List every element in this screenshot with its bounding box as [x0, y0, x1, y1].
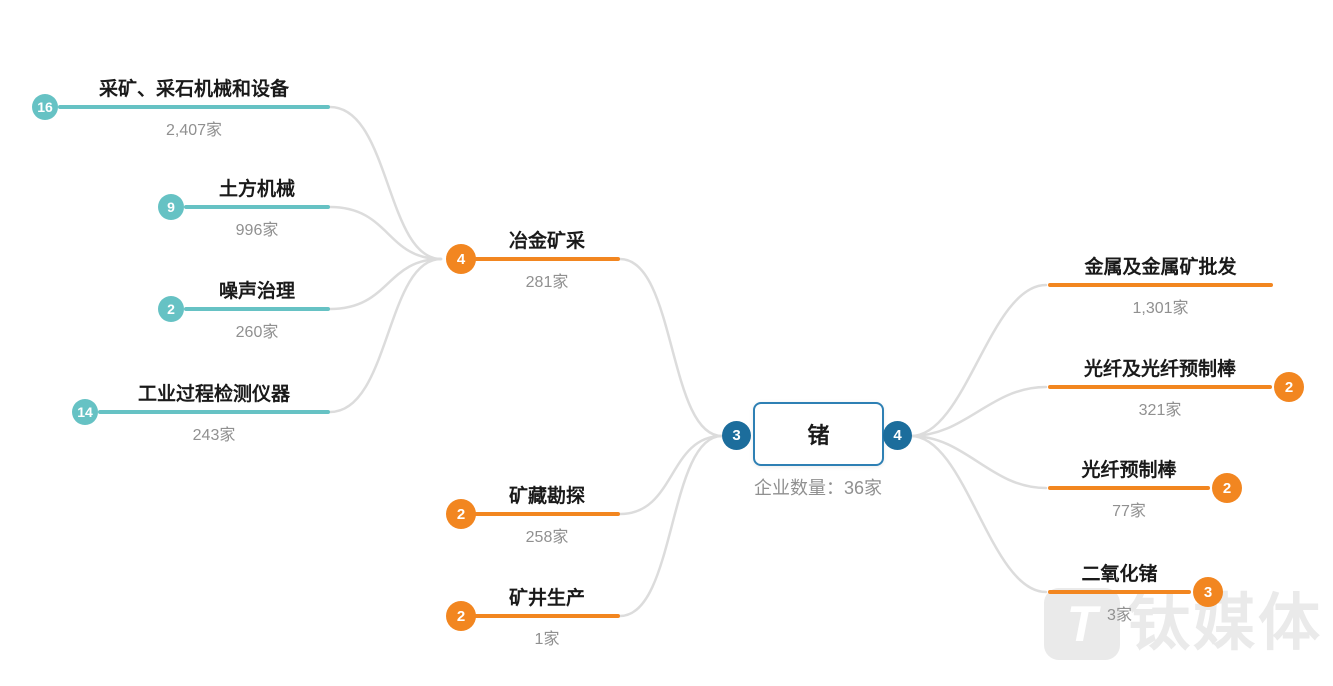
- central-topic-title: 锗: [807, 423, 830, 448]
- node-count: 1,301家: [1132, 300, 1189, 317]
- node-count: 2,407家: [165, 122, 223, 139]
- count-badge[interactable]: 14: [72, 399, 98, 425]
- node-label: 矿井生产: [508, 588, 586, 609]
- node-label: 矿藏勘探: [508, 486, 586, 507]
- branch-line: [58, 105, 330, 109]
- node-label: 工业过程检测仪器: [137, 384, 291, 405]
- node-count: 1家: [534, 631, 560, 648]
- node-label: 土方机械: [218, 179, 296, 200]
- node-count: 77家: [1112, 503, 1146, 520]
- branch-line: [98, 410, 330, 414]
- watermark: T 钛媒体: [1044, 588, 1323, 660]
- count-badge[interactable]: 2: [1274, 372, 1304, 402]
- branch-line: [474, 257, 620, 261]
- node-label: 采矿、采石机械和设备: [98, 79, 290, 100]
- branch-line: [1048, 486, 1210, 490]
- branch-line: [184, 307, 330, 311]
- node-count: 321家: [1138, 402, 1182, 419]
- count-badge[interactable]: 9: [158, 194, 184, 220]
- node-count: 996家: [235, 222, 279, 239]
- count-badge[interactable]: 2: [1212, 473, 1242, 503]
- downstream-count-badge[interactable]: 4: [883, 421, 912, 450]
- node-label: 冶金矿采: [508, 231, 586, 252]
- count-badge[interactable]: 3: [1193, 577, 1223, 607]
- branch-line: [474, 614, 620, 618]
- node-label: 二氧化锗: [1081, 564, 1158, 585]
- count-badge[interactable]: 2: [158, 296, 184, 322]
- central-topic-germanium[interactable]: 锗: [753, 402, 884, 466]
- count-badge[interactable]: 2: [446, 499, 476, 529]
- node-label: 噪声治理: [218, 281, 296, 302]
- count-badge[interactable]: 4: [446, 244, 476, 274]
- branch-line: [474, 512, 620, 516]
- node-label: 金属及金属矿批发: [1084, 257, 1237, 278]
- branch-line: [1048, 385, 1272, 389]
- tmtpost-logo-letter: T: [1066, 596, 1098, 652]
- count-badge[interactable]: 2: [446, 601, 476, 631]
- node-count: 281家: [525, 274, 569, 291]
- tmtpost-logo-icon: T: [1044, 588, 1120, 660]
- branch-line: [1048, 590, 1191, 594]
- branch-line: [184, 205, 330, 209]
- node-label: 光纤及光纤预制棒: [1083, 359, 1237, 380]
- upstream-count-badge[interactable]: 3: [722, 421, 751, 450]
- node-label: 光纤预制棒: [1081, 460, 1177, 481]
- count-badge[interactable]: 16: [32, 94, 58, 120]
- node-count: 258家: [525, 529, 569, 546]
- watermark-text: 钛媒体: [1128, 589, 1324, 658]
- central-topic-subtitle: 企业数量：36家: [753, 478, 883, 498]
- node-count: 260家: [235, 324, 279, 341]
- branch-line: [1048, 283, 1273, 287]
- node-count: 3家: [1107, 607, 1132, 624]
- node-count: 243家: [192, 427, 236, 444]
